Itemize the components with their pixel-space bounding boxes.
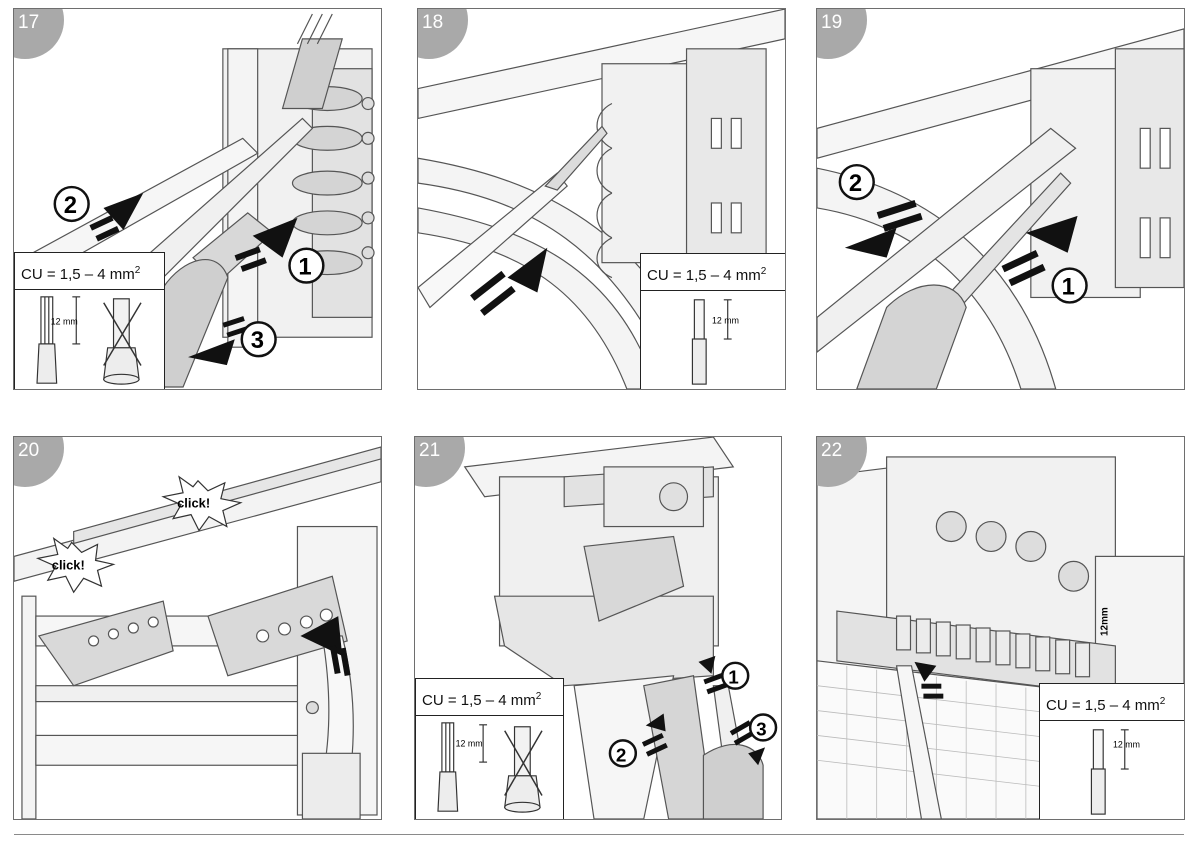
spec-label: CU = 1,5 – 4 mm [1046,697,1160,714]
bottom-divider [14,834,1184,835]
spec-label: CU = 1,5 – 4 mm [422,692,536,709]
spec-superscript: 2 [1159,696,1166,707]
step-22-illustration: 12mm [817,456,1184,819]
step-17-callout-2: 2 [64,192,77,219]
step-22-wire-spec: CU = 1,5 – 4 mm2 12 mm [1039,683,1184,819]
step-17-wire-spec: CU = 1,5 – 4 mm2 12 mm [14,252,165,389]
spec-label: CU = 1,5 – 4 mm [21,266,135,283]
spec-superscript: 2 [134,265,141,276]
step-17-panel: 2 1 3 17 CU = 1,5 – 4 mm2 12 mm [13,8,382,390]
wire-bare-end-icon: 12 mm [1090,729,1140,815]
step-21-panel: 1 2 3 21 CU = 1,5 – 4 mm2 12 mm [414,436,782,820]
step-19-illustration: 2 1 [817,28,1184,389]
side-length-label: 12mm [1099,607,1110,636]
wire-ferrule-icon: 12 mm [437,722,543,813]
step-20-panel: click! click! 20 [13,436,382,820]
step-18-wire-spec: CU = 1,5 – 4 mm2 12 mm [640,253,785,389]
click-label-upper: click! [177,496,210,511]
spec-label: CU = 1,5 – 4 mm [647,267,761,284]
step-number: 19 [821,12,843,33]
step-number: 20 [18,440,40,461]
step-17-callout-1: 1 [298,254,311,281]
wire-bare-end-icon: 12 mm [691,299,739,385]
step-number: 21 [419,440,441,461]
step-17-illustration: 2 1 3 [23,13,375,388]
wire-ferrule-icon: 12 mm [36,296,142,385]
step-21-badge: 21 [415,437,465,487]
step-21-callout-1: 1 [728,668,738,689]
step-22-panel: 12mm 22 CU = 1,5 – 4 mm2 12 mm [816,436,1185,820]
spec-superscript: 2 [760,266,767,277]
step-19-callout-2: 2 [849,170,862,197]
step-21-wire-spec: CU = 1,5 – 4 mm2 12 mm [415,678,564,819]
step-21-callout-2: 2 [616,745,627,766]
step-17-callout-3: 3 [251,327,264,354]
step-21-callout-3: 3 [756,719,767,740]
step-19-panel: 2 1 19 [816,8,1185,390]
step-21-illustration: 1 2 3 [463,437,778,819]
step-20-illustration: click! click! [14,446,381,819]
spec-length: 12 mm [456,738,483,748]
step-number: 22 [821,440,843,461]
step-19-callout-1: 1 [1062,273,1075,300]
click-label-lower: click! [52,557,85,572]
spec-superscript: 2 [535,691,542,702]
spec-length: 12 mm [712,315,739,325]
step-18-panel: 18 CU = 1,5 – 4 mm2 12 mm [417,8,786,390]
spec-length: 12 mm [1113,739,1140,749]
step-number: 18 [422,12,444,33]
spec-length: 12 mm [51,316,78,326]
step-number: 17 [18,12,40,33]
